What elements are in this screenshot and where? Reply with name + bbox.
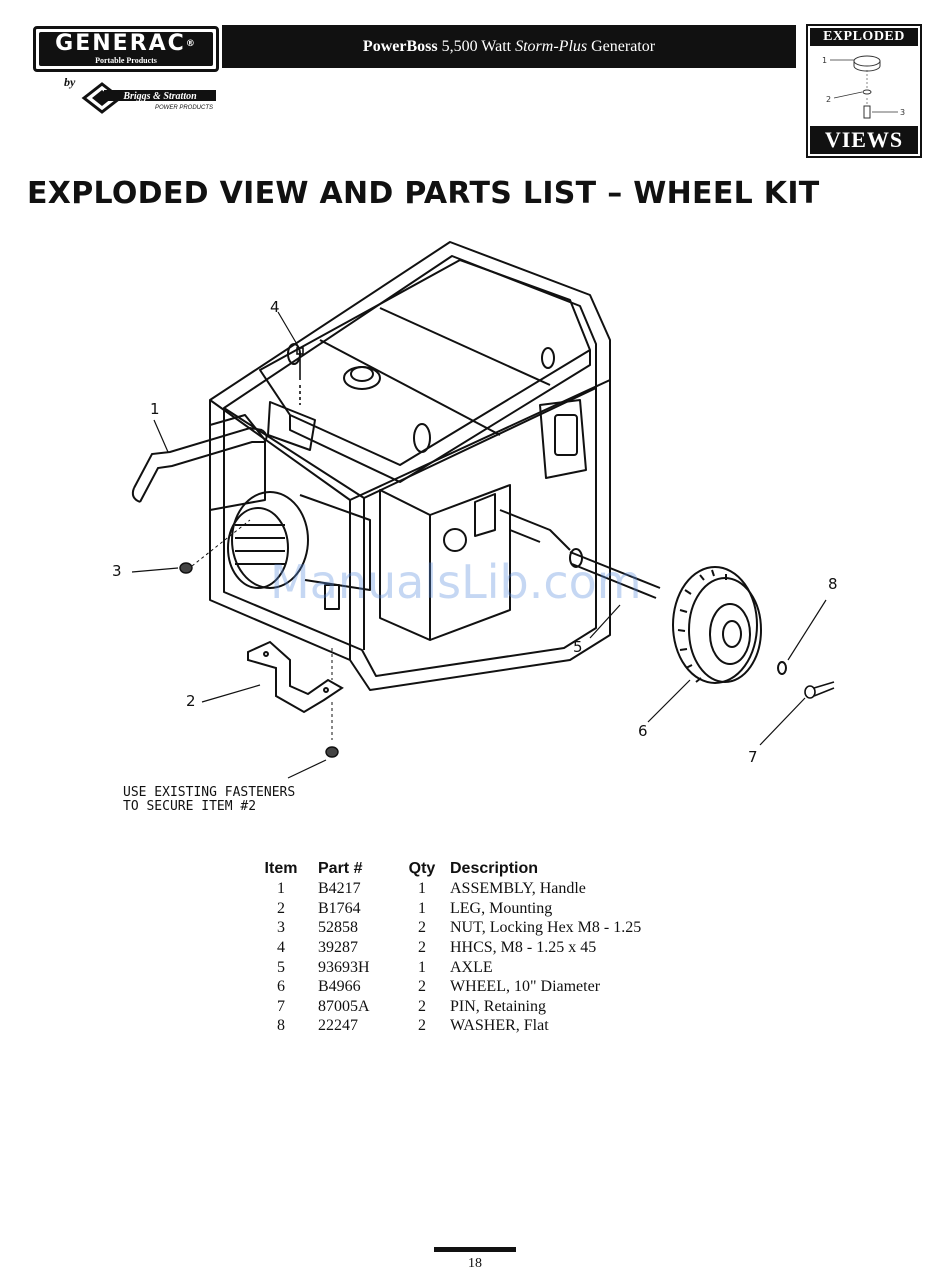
row-part: B4966 — [318, 978, 361, 996]
row-item: 1 — [277, 880, 285, 898]
briggs-stratton-logo: Briggs & Stratton POWER PRODUCTS — [81, 82, 216, 114]
row-qty: 2 — [418, 1017, 426, 1035]
exploded-views-badge: EXPLODED 1 2 3 VIEWS — [806, 24, 922, 158]
row-part: 87005A — [318, 997, 370, 1015]
header-item: Item — [264, 859, 298, 877]
header-description: Description — [450, 859, 539, 877]
row-qty: 2 — [418, 919, 426, 937]
row-qty: 2 — [418, 939, 426, 957]
row-description: HHCS, M8 - 1.25 x 45 — [450, 939, 597, 957]
row-description: NUT, Locking Hex M8 - 1.25 — [450, 919, 642, 937]
page-number: 18 — [468, 1256, 482, 1271]
footer-bar — [434, 1247, 516, 1252]
exploded-view-diagram — [131, 241, 835, 779]
title-regular: 5,500 Watt — [437, 38, 516, 55]
badge-callout-3: 3 — [900, 108, 905, 117]
title-end: Generator — [587, 38, 656, 55]
row-item: 4 — [277, 939, 285, 957]
badge-exploded-icon: 1 2 3 — [822, 55, 905, 119]
briggs-stratton-logo-subtext: POWER PRODUCTS — [155, 105, 213, 111]
callout-7: 7 — [748, 748, 758, 766]
row-qty: 2 — [418, 997, 426, 1015]
row-part: B1764 — [318, 899, 361, 917]
row-item: 8 — [277, 1017, 285, 1035]
row-item: 6 — [277, 978, 285, 996]
badge-callout-1: 1 — [822, 56, 827, 65]
table-row: 2 B1764 1 LEG, Mounting — [250, 899, 680, 919]
parts-table: Item Part # Qty Description 1 B4217 1 AS… — [250, 858, 680, 1036]
row-item: 2 — [277, 899, 285, 917]
callout-6: 6 — [638, 722, 648, 740]
generac-logo-text: GENERAC — [55, 31, 186, 56]
callout-3: 3 — [112, 562, 122, 580]
row-part: 22247 — [318, 1017, 358, 1035]
header-part: Part # — [318, 859, 363, 877]
row-qty: 2 — [418, 978, 426, 996]
row-description: PIN, Retaining — [450, 997, 546, 1015]
generac-logo-reg: ® — [185, 39, 197, 49]
page-title: EXPLODED VIEW AND PARTS LIST – WHEEL KIT — [27, 176, 820, 211]
row-description: WASHER, Flat — [450, 1017, 549, 1035]
row-description: AXLE — [450, 958, 493, 976]
row-part: 52858 — [318, 919, 358, 937]
row-item: 5 — [277, 958, 285, 976]
generac-logo-plate: GENERAC® Portable Products — [39, 32, 213, 66]
row-qty: 1 — [418, 880, 426, 898]
row-item: 7 — [277, 997, 285, 1015]
title-bold: PowerBoss — [362, 38, 438, 55]
briggs-stratton-logo-text: Briggs & Stratton — [122, 91, 197, 102]
watermark: ManualsLib.com — [270, 555, 642, 609]
row-part: 39287 — [318, 939, 358, 957]
callout-8: 8 — [828, 575, 838, 593]
callout-4: 4 — [270, 298, 280, 316]
by-text: by — [64, 75, 76, 89]
callout-5: 5 — [573, 638, 583, 656]
generac-logo-subtext: Portable Products — [95, 56, 157, 65]
table-header-row: Item Part # Qty Description — [250, 858, 680, 879]
table-row: 4 39287 2 HHCS, M8 - 1.25 x 45 — [250, 938, 680, 958]
row-part: B4217 — [318, 880, 361, 898]
row-part: 93693H — [318, 958, 370, 976]
row-qty: 1 — [418, 899, 426, 917]
row-qty: 1 — [418, 958, 426, 976]
badge-top-label: EXPLODED — [810, 28, 918, 46]
row-item: 3 — [277, 919, 285, 937]
fastener-note: USE EXISTING FASTENERS TO SECURE ITEM #2 — [123, 785, 296, 814]
row-description: WHEEL, 10" Diameter — [450, 978, 601, 996]
callout-1: 1 — [150, 400, 160, 418]
table-row: 8 22247 2 WASHER, Flat — [250, 1016, 680, 1036]
row-description: ASSEMBLY, Handle — [450, 880, 586, 898]
table-row: 5 93693H 1 AXLE — [250, 957, 680, 977]
table-row: 1 B4217 1 ASSEMBLY, Handle — [250, 879, 680, 899]
table-row: 3 52858 2 NUT, Locking Hex M8 - 1.25 — [250, 918, 680, 938]
table-row: 6 B4966 2 WHEEL, 10" Diameter — [250, 977, 680, 997]
header-title-bar: PowerBoss 5,500 Watt Storm-Plus Generato… — [222, 25, 796, 68]
badge-callout-2: 2 — [826, 95, 831, 104]
table-row: 7 87005A 2 PIN, Retaining — [250, 997, 680, 1017]
row-description: LEG, Mounting — [450, 899, 553, 917]
header-qty: Qty — [408, 859, 436, 877]
callout-2: 2 — [186, 692, 196, 710]
title-italic: Storm-Plus — [515, 38, 588, 55]
badge-bottom-label: VIEWS — [810, 126, 918, 154]
generac-logo: GENERAC® Portable Products — [33, 26, 219, 72]
